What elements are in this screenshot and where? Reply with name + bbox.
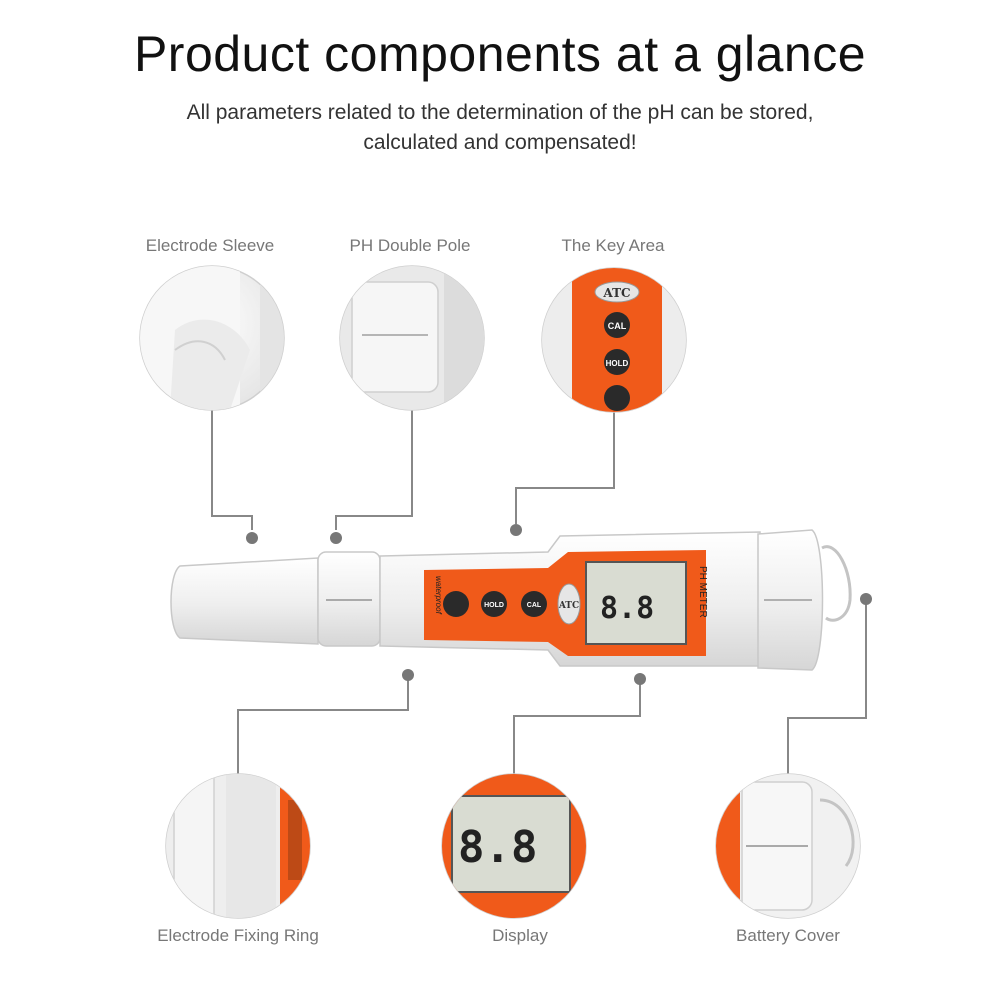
pen-atc-button (557, 583, 581, 625)
pen-waterproof-label: waterproof (434, 576, 443, 615)
pen-hold-button (481, 591, 507, 617)
key-area-detail: ATC CAL HOLD (541, 267, 687, 413)
battery-cover-detail (715, 773, 861, 919)
pen-onoff-button (443, 591, 469, 617)
pen-cal-text: CAL (527, 602, 542, 609)
label-battery-cover: Battery Cover (736, 926, 840, 945)
page-title: Product components at a glance (133, 26, 867, 82)
pen-atc-text: ATC (558, 601, 579, 611)
display-lcd-reading: 8.8 (458, 822, 537, 873)
subtitle-line-2: calculated and compensated! (363, 131, 637, 154)
key-hold-label: HOLD (606, 359, 629, 368)
pen-hold-text: HOLD (484, 602, 504, 609)
page-subtitle: All parameters related to the determinat… (100, 98, 900, 158)
pen-cal-button (521, 591, 547, 617)
label-key-area: The Key Area (561, 236, 665, 255)
label-ph-double-pole: PH Double Pole (349, 236, 471, 255)
leader-dots (246, 524, 872, 685)
display-detail: 8.8 (441, 773, 587, 919)
label-electrode-sleeve: Electrode Sleeve (145, 236, 275, 255)
electrode-sleeve-detail (139, 265, 285, 411)
ph-double-pole-detail (339, 265, 485, 411)
key-atc-label: ATC (602, 286, 630, 300)
key-cal-label: CAL (608, 321, 627, 331)
label-electrode-fixing-ring: Electrode Fixing Ring (157, 926, 319, 945)
label-display: Display (492, 926, 548, 945)
pen-cap (170, 557, 319, 645)
pen-lcd (585, 561, 687, 645)
pen-panel-label: PH METER (697, 566, 708, 618)
electrode-fixing-ring-detail (165, 773, 311, 919)
pen-lanyard-loop (821, 545, 852, 622)
subtitle-line-1: All parameters related to the determinat… (186, 101, 814, 124)
ph-meter-pen: HOLD CAL ATC 8.8 PH METER waterproof (170, 529, 852, 671)
pen-lcd-reading: 8.8 (600, 591, 654, 626)
leader-lines (211, 410, 867, 774)
